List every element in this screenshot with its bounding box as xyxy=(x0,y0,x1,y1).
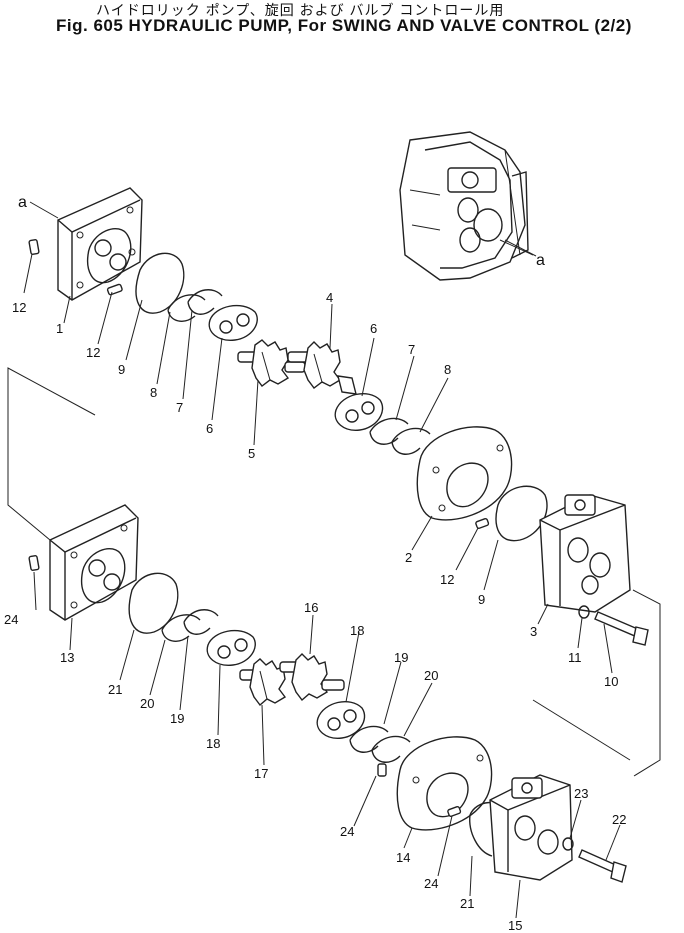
title-english: Fig. 605 HYDRAULIC PUMP, For SWING AND V… xyxy=(56,16,632,35)
drive-gear-4 xyxy=(287,341,357,395)
title-japanese: ハイドロリック ポンプ、旋回 および バルブ コントロール用 xyxy=(96,2,505,18)
label-21a: 21 xyxy=(108,682,122,697)
label-12b: 12 xyxy=(86,345,100,360)
gear-housing-14 xyxy=(396,736,493,831)
label-14: 14 xyxy=(396,850,410,865)
label-23: 23 xyxy=(574,786,588,801)
label-19a: 19 xyxy=(170,711,184,726)
dowel-pin-12c xyxy=(475,517,490,529)
label-24a: 24 xyxy=(4,612,18,627)
seal-7a xyxy=(187,289,223,315)
label-5: 5 xyxy=(248,446,255,461)
label-11: 11 xyxy=(568,650,582,665)
dowel-pin-12a xyxy=(28,239,40,255)
bracket-lines xyxy=(7,201,661,777)
dowel-pin-24b xyxy=(377,763,387,777)
part-labels: a a 12 1 12 9 8 7 6 5 4 6 7 8 2 12 9 3 1… xyxy=(4,194,626,933)
label-6a: 6 xyxy=(206,421,213,436)
thrust-plate-18a xyxy=(206,629,256,666)
front-cover-1 xyxy=(57,187,143,301)
dowel-pin-24c xyxy=(447,805,462,817)
label-a-top: a xyxy=(18,194,27,211)
label-3: 3 xyxy=(530,624,537,639)
washer-23 xyxy=(562,837,574,851)
bolt-10 xyxy=(594,611,649,646)
label-20b: 20 xyxy=(424,668,438,683)
label-17: 17 xyxy=(254,766,268,781)
gear-housing-2 xyxy=(416,426,513,521)
dowel-pin-24a xyxy=(28,555,40,571)
label-24c: 24 xyxy=(424,876,438,891)
label-8a: 8 xyxy=(150,385,157,400)
backup-ring-8b xyxy=(391,427,431,455)
backup-ring-20b xyxy=(371,735,411,763)
label-22: 22 xyxy=(612,812,626,827)
label-4: 4 xyxy=(326,290,333,305)
seal-9b xyxy=(495,485,548,542)
seal-9a xyxy=(135,252,185,314)
label-15: 15 xyxy=(508,918,522,933)
label-19b: 19 xyxy=(394,650,408,665)
thrust-plate-18b xyxy=(316,700,366,739)
bolt-22 xyxy=(578,849,627,883)
assembled-pump xyxy=(399,131,534,281)
label-7b: 7 xyxy=(408,342,415,357)
thrust-plate-6a xyxy=(208,304,258,341)
label-18a: 18 xyxy=(206,736,220,751)
seal-21a xyxy=(128,572,179,634)
drive-gear-16 xyxy=(279,653,345,702)
label-21b: 21 xyxy=(460,896,474,911)
label-12c: 12 xyxy=(440,572,454,587)
label-2: 2 xyxy=(405,550,412,565)
label-1: 1 xyxy=(56,321,63,336)
driven-gear-5 xyxy=(237,339,306,387)
label-6b: 6 xyxy=(370,321,377,336)
driven-gear-17 xyxy=(239,658,287,707)
rear-cover-15 xyxy=(489,774,573,881)
seal-7b xyxy=(369,417,409,445)
label-13: 13 xyxy=(60,650,74,665)
label-10: 10 xyxy=(604,674,618,689)
label-12a: 12 xyxy=(12,300,26,315)
front-cover-13 xyxy=(49,504,139,621)
rear-cover-3 xyxy=(539,494,631,613)
label-7a: 7 xyxy=(176,400,183,415)
label-16: 16 xyxy=(304,600,318,615)
label-24b: 24 xyxy=(340,824,354,839)
washer-11 xyxy=(578,605,590,619)
label-18b: 18 xyxy=(350,623,364,638)
label-8b: 8 xyxy=(444,362,451,377)
backup-ring-8a xyxy=(167,294,206,322)
label-9a: 9 xyxy=(118,362,125,377)
dowel-pin-12b xyxy=(106,283,123,296)
seal-19b xyxy=(349,725,389,753)
seal-19a xyxy=(183,609,219,635)
leader-lines xyxy=(23,253,621,919)
backup-ring-20a xyxy=(161,614,201,642)
label-9b: 9 xyxy=(478,592,485,607)
label-a-right: a xyxy=(536,252,545,269)
label-20a: 20 xyxy=(140,696,154,711)
